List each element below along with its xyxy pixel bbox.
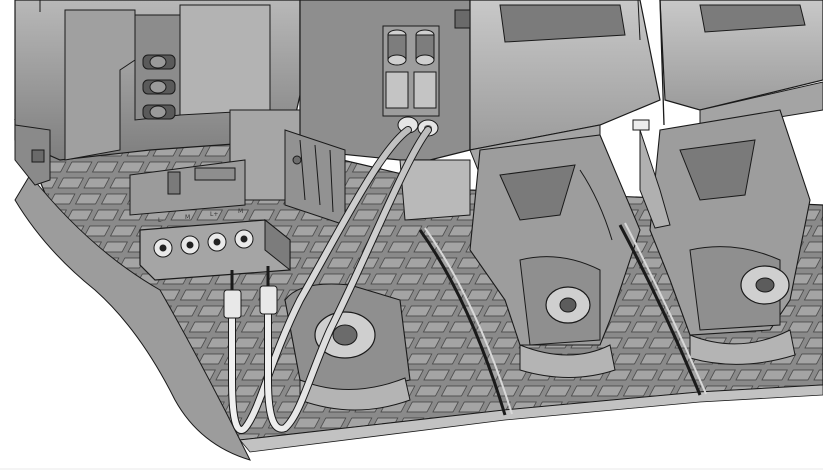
terminal-label-4: M — [238, 208, 243, 215]
terminal-label-2: M — [185, 214, 190, 221]
wire-harness — [223, 126, 432, 434]
ferrule-1 — [223, 289, 242, 319]
terminal-label-3: L+ — [210, 211, 218, 218]
terminal-label-1: L- — [158, 217, 163, 224]
ferrule-2 — [259, 285, 278, 315]
module-dividers — [418, 222, 707, 416]
terminal-block: L- M L+ M — [129, 159, 291, 281]
left-housing — [14, 0, 301, 186]
lug-terminal-2 — [632, 109, 811, 365]
lug-terminal-1 — [469, 134, 641, 378]
center-housing — [229, 0, 471, 226]
